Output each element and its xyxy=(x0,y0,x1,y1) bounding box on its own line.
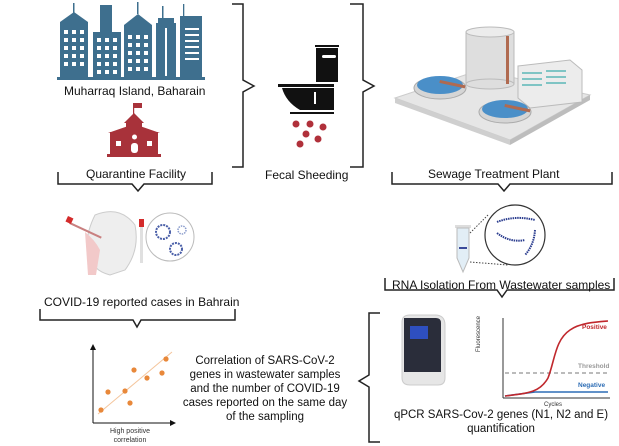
scatter-caption: High positive correlation xyxy=(100,427,160,445)
zoom-line xyxy=(469,261,509,266)
scatter-point xyxy=(131,367,137,373)
pcr-positive-label: Positive xyxy=(582,324,607,331)
scatter-point xyxy=(127,400,133,406)
pcr-threshold-label: Threshold xyxy=(578,363,610,370)
label-sewage: Sewage Treatment Plant xyxy=(428,167,560,181)
bracket-rna xyxy=(384,278,615,299)
scatter-caption-line: High positive xyxy=(109,428,151,435)
correlation-text: Correlation of SARS-CoV-2 genes in waste… xyxy=(180,354,350,424)
qpcr-text: qPCR SARS-Cov-2 genes (N1, N2 and E) qua… xyxy=(384,408,618,436)
toilet-handle xyxy=(322,55,336,58)
pcr-amplification-chart xyxy=(502,318,610,399)
toilet-detail xyxy=(314,92,316,104)
x-axis-arrow-icon xyxy=(170,420,176,426)
brace-2 xyxy=(350,3,376,168)
quarantine-windows xyxy=(116,134,152,153)
rna-tube-icon xyxy=(455,225,471,274)
positive-curve xyxy=(504,320,609,397)
scatter-point xyxy=(105,389,111,395)
bracket-sewage xyxy=(391,172,613,193)
correlation-line: cases reported on the same day xyxy=(182,397,348,409)
label-fecal: Fecal Sheeding xyxy=(265,168,349,182)
zoom-line xyxy=(469,214,489,234)
correlation-scatter-plot xyxy=(90,344,176,426)
label-covid-cases: COVID-19 reported cases in Bahrain xyxy=(44,295,240,309)
virus-dots-icon xyxy=(292,120,327,148)
qpcr-line: quantification xyxy=(467,423,535,435)
scatter-caption-line: correlation xyxy=(113,437,147,444)
scatter-point xyxy=(98,407,104,413)
scatter-point xyxy=(159,370,165,376)
bracket-quarantine xyxy=(57,172,213,193)
qpcr-line: qPCR SARS-Cov-2 genes (N1, N2 and E) xyxy=(393,409,609,421)
correlation-line: Correlation of SARS-CoV-2 xyxy=(195,355,335,367)
correlation-line: of the sampling xyxy=(226,411,304,423)
pcr-ylabel: Fluorescence xyxy=(476,315,482,352)
building-windows xyxy=(64,28,199,76)
scatter-point xyxy=(122,388,128,394)
scatter-point xyxy=(163,356,169,362)
bracket-covid-cases xyxy=(39,309,236,329)
pcr-negative-label: Negative xyxy=(578,382,606,389)
correlation-line: genes in wastewater samples xyxy=(189,369,341,381)
brace-qpcr xyxy=(357,312,380,443)
correlation-line: and the number of COVID-19 xyxy=(190,383,340,395)
scatter-point xyxy=(144,375,150,381)
brace-1 xyxy=(232,3,256,168)
nasal-swab-patient-icon xyxy=(65,211,195,276)
sewage-plant-icon xyxy=(393,26,592,145)
toilet-icon xyxy=(278,45,339,114)
pcr-xlabel: Cycles xyxy=(544,402,563,408)
rna-strands-icon xyxy=(484,204,546,266)
label-city: Muharraq Island, Baharain xyxy=(64,84,206,98)
label-rna: RNA Isolation From Wastewater samples xyxy=(392,278,611,292)
qpcr-machine-icon xyxy=(401,314,446,386)
y-axis-arrow-icon xyxy=(90,344,96,350)
label-quarantine: Quarantine Facility xyxy=(86,167,187,181)
